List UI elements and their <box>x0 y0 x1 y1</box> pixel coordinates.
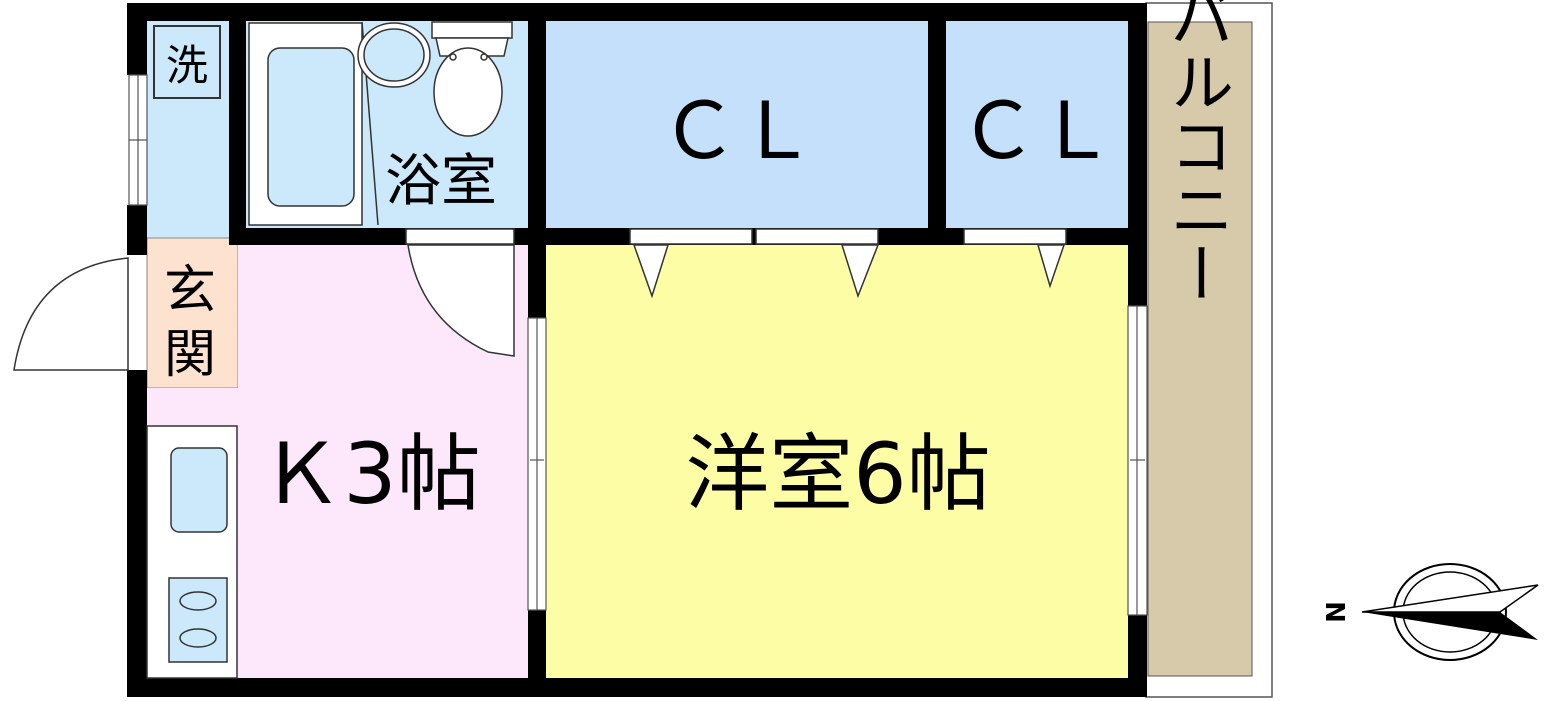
closet-large-label: ＣＬ <box>660 87 816 177</box>
closet-small-area <box>946 20 1128 228</box>
closet-large-area <box>546 20 928 228</box>
sink <box>170 447 228 533</box>
balcony <box>1145 2 1273 698</box>
compass-north-label: N <box>1319 601 1349 623</box>
balcony-floor <box>1147 21 1253 677</box>
bathroom-door-swing <box>407 244 515 357</box>
toilet-bowl <box>433 47 503 137</box>
entrance-area <box>146 237 239 389</box>
entrance-door-swing <box>13 257 129 371</box>
bathroom-label: 浴室 <box>385 149 497 214</box>
toilet-tank <box>431 21 513 39</box>
laundry-label: 洗 <box>166 41 208 90</box>
bathroom-fixtures <box>357 21 513 226</box>
burner-icon <box>179 591 217 611</box>
burner-icon <box>179 628 217 648</box>
compass: N <box>1319 563 1539 661</box>
closet-door-marks <box>632 244 1066 299</box>
kitchen-area <box>147 245 528 678</box>
entrance-label-2: 関 <box>164 325 216 385</box>
western-room-area <box>546 245 1128 678</box>
entrance-label-1: 玄 <box>164 261 216 321</box>
stove <box>168 577 228 663</box>
door-openings <box>405 228 1067 245</box>
balcony-label: バルコニー <box>1159 0 1233 305</box>
western-room-label: 洋室6帖 <box>685 425 990 523</box>
kitchen-label: Ｋ3帖 <box>259 425 480 523</box>
washer-pan <box>153 25 221 99</box>
kitchen-counter <box>146 425 238 679</box>
windows <box>128 74 1148 616</box>
bathtub <box>248 22 363 226</box>
closet-small-label: ＣＬ <box>959 87 1115 177</box>
